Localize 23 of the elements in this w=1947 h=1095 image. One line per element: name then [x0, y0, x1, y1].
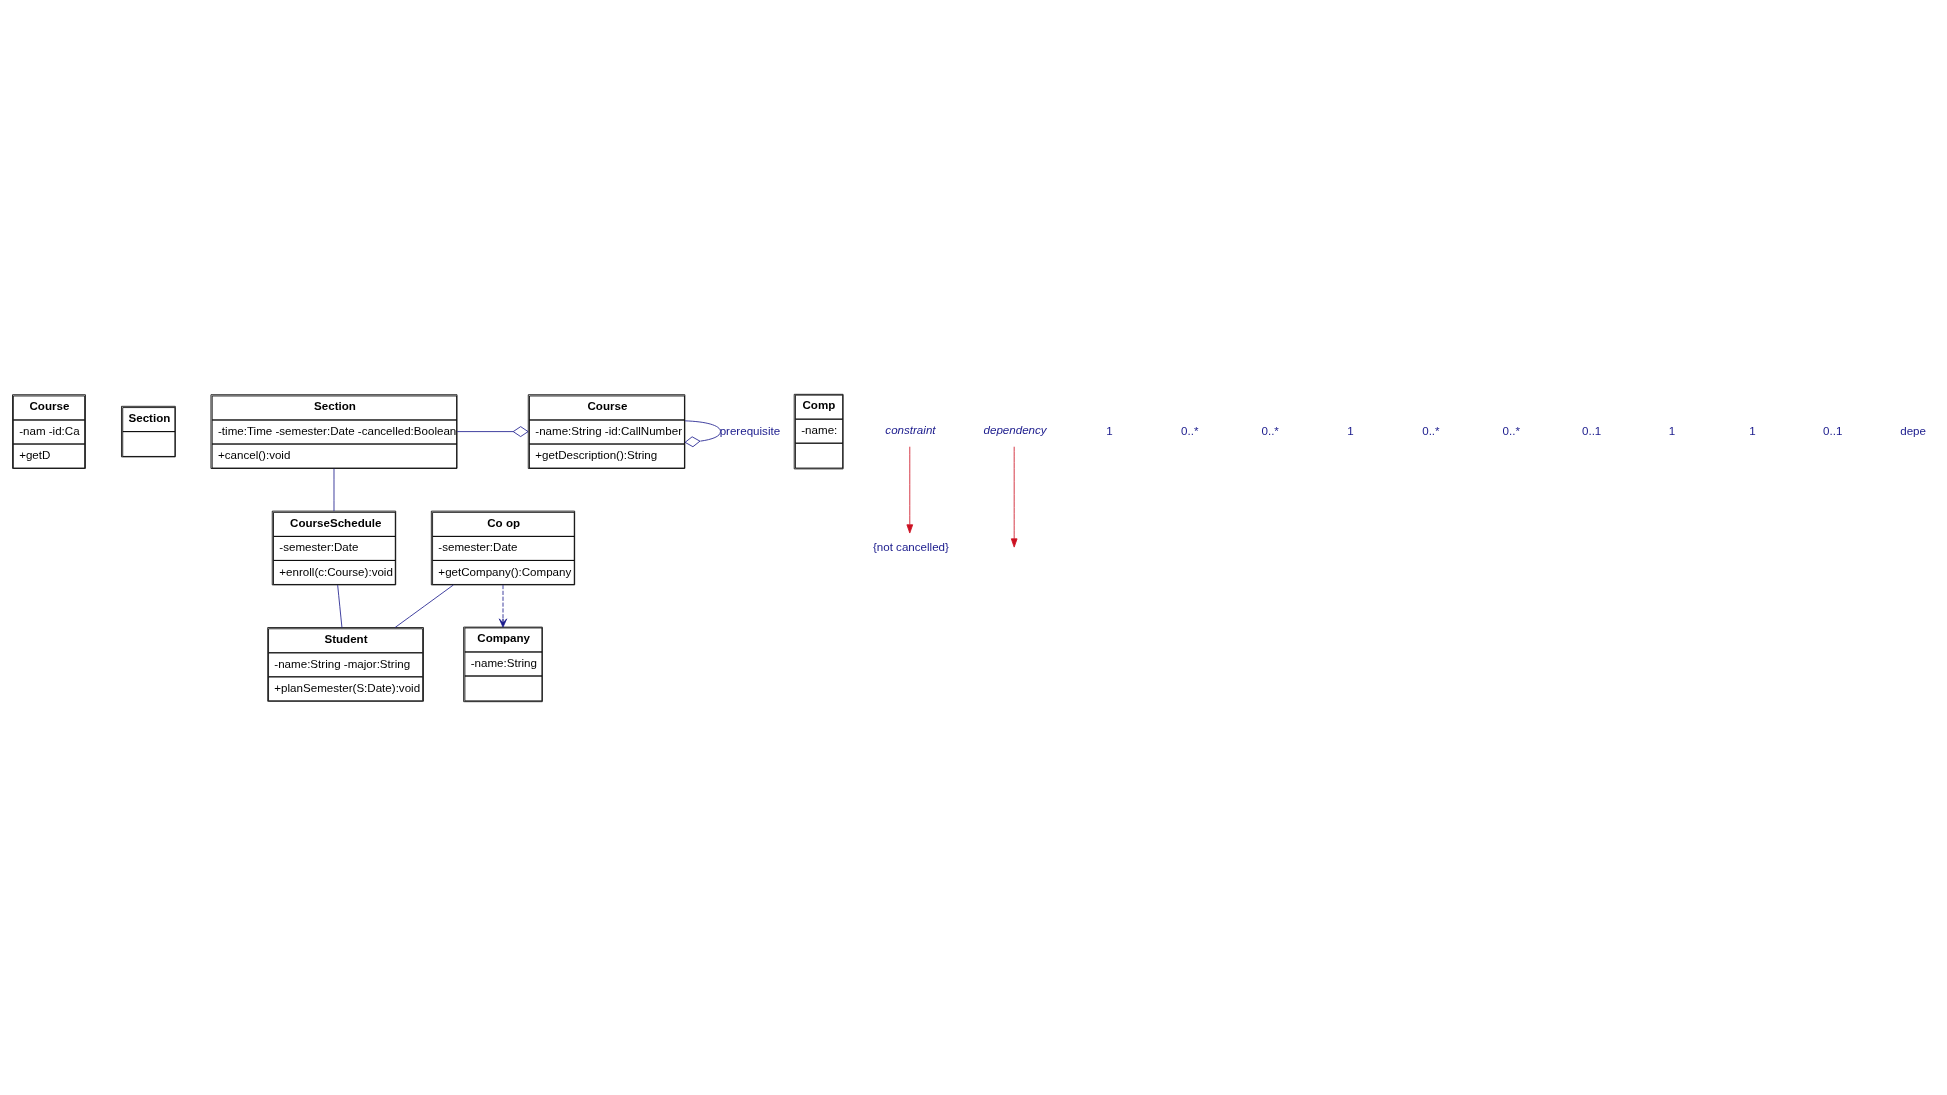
- connector: [336, 584, 342, 628]
- arrow: [498, 584, 507, 628]
- label: 1: [1748, 424, 1756, 437]
- edge-label: prerequisite: [719, 424, 780, 437]
- connector: [456, 425, 528, 437]
- label: depe: [1899, 424, 1926, 437]
- label: 1: [1105, 424, 1113, 437]
- node-text: dependency: [983, 423, 1047, 436]
- label: 1: [1668, 424, 1675, 437]
- connector: [684, 419, 721, 447]
- node-text: {not cancelled}: [872, 540, 949, 553]
- arrow: [905, 445, 913, 533]
- label: 0..1: [1822, 424, 1842, 437]
- connector: [333, 467, 334, 511]
- connector: [394, 584, 454, 628]
- label: 0..*: [1421, 424, 1440, 437]
- label: 0..*: [1180, 424, 1199, 437]
- label: 0..*: [1260, 424, 1279, 437]
- arrow: [1010, 445, 1017, 548]
- node-text: constraint: [884, 423, 936, 436]
- label: 0..*: [1502, 424, 1520, 437]
- label: 0..1: [1581, 424, 1601, 437]
- label: 1: [1346, 424, 1354, 437]
